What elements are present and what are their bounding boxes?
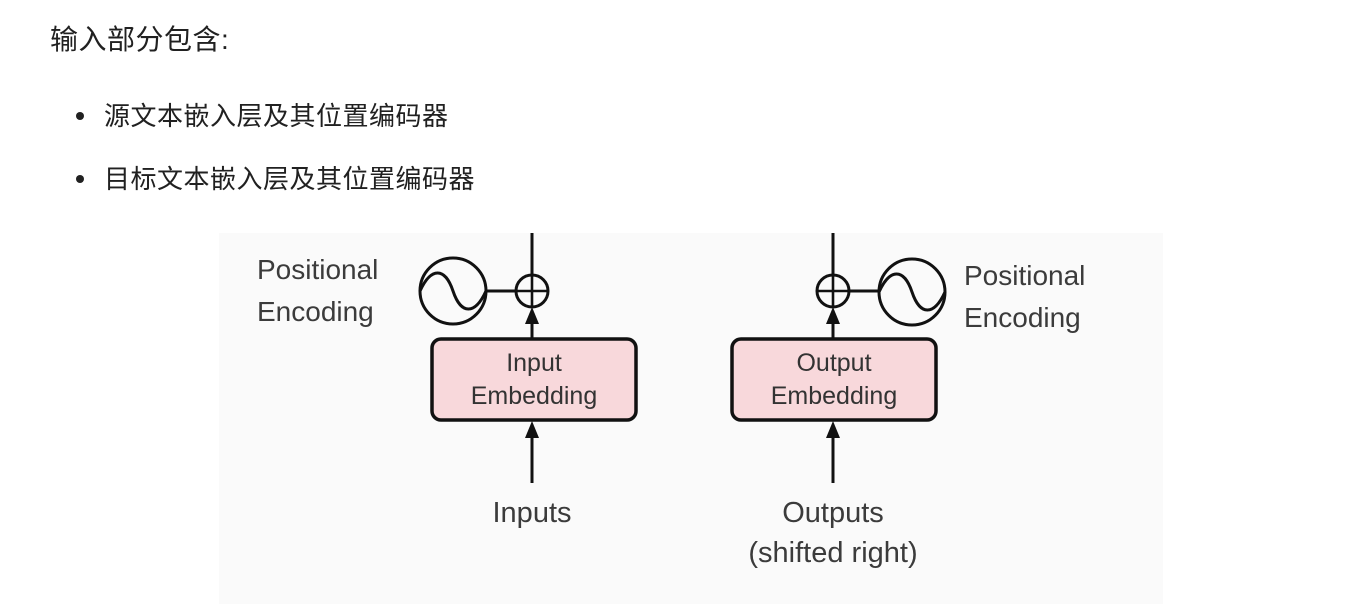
bullet-icon bbox=[76, 112, 84, 120]
input-embedding-label: Input Embedding bbox=[470, 348, 598, 410]
bullet-text: 源文本嵌入层及其位置编码器 bbox=[104, 101, 449, 131]
output-embedding-label: Output Embedding bbox=[770, 348, 898, 410]
list-item: 目标文本嵌入层及其位置编码器 bbox=[76, 163, 475, 195]
right-positional-encoding-label: Positional Encoding bbox=[964, 260, 1086, 333]
left-branch bbox=[418, 233, 638, 483]
inputs-to-box-arrow bbox=[525, 421, 539, 483]
right-positional-encoding-icon bbox=[877, 257, 947, 327]
page-heading: 输入部分包含: bbox=[50, 24, 230, 55]
diagram-shapes bbox=[418, 233, 947, 483]
left-box-to-add-arrow bbox=[525, 307, 539, 339]
input-embedding-box bbox=[430, 337, 638, 422]
right-branch bbox=[730, 233, 947, 483]
bullet-text: 目标文本嵌入层及其位置编码器 bbox=[104, 164, 476, 194]
bullet-icon bbox=[76, 175, 84, 183]
left-add-icon bbox=[514, 273, 550, 309]
right-add-icon bbox=[815, 273, 851, 309]
input-embedding-label-wrap: Input Embedding bbox=[432, 339, 636, 420]
output-embedding-label-wrap: Output Embedding bbox=[732, 339, 936, 420]
transformer-embedding-diagram: Positional Encoding Positional Encoding … bbox=[219, 233, 1163, 604]
inputs-label: Inputs bbox=[492, 497, 572, 529]
output-embedding-box bbox=[730, 337, 938, 422]
right-box-to-add-arrow bbox=[826, 307, 840, 339]
list-item: 源文本嵌入层及其位置编码器 bbox=[76, 100, 449, 132]
outputs-label: Outputs (shifted right) bbox=[748, 497, 918, 569]
outputs-to-box-arrow bbox=[826, 421, 840, 483]
left-positional-encoding-label: Positional Encoding bbox=[257, 254, 379, 327]
